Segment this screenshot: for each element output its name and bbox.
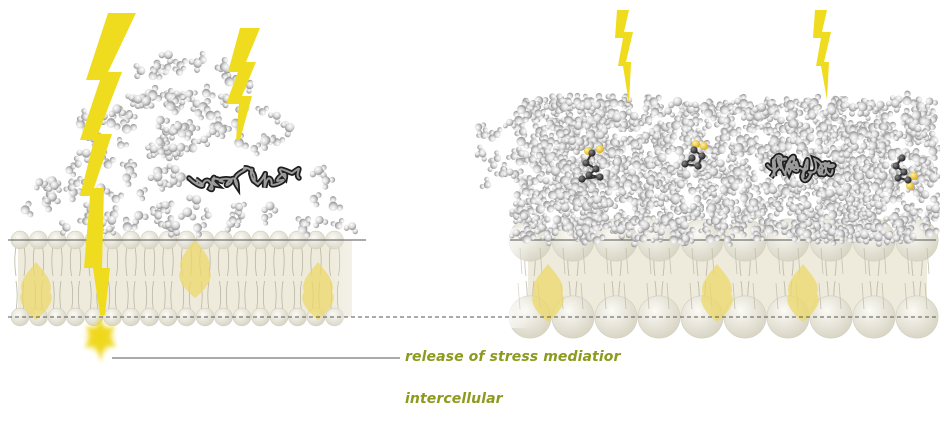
intercellular-label: intercellular bbox=[405, 391, 503, 407]
osmolyte-molecules bbox=[578, 140, 918, 190]
starburst-icon bbox=[84, 316, 117, 362]
water-molecules-left bbox=[20, 50, 359, 238]
release-of-stress-mediator-label: release of stress mediatior bbox=[405, 349, 621, 365]
water-molecules-right bbox=[474, 90, 940, 248]
membrane-fade-right-start bbox=[500, 228, 530, 328]
lightning-bolt-icon bbox=[226, 28, 260, 140]
protein-coil-icon bbox=[764, 152, 837, 184]
lightning-bolt-icon bbox=[813, 10, 831, 100]
lightning-bolt-icon bbox=[80, 13, 136, 315]
membrane-proteins bbox=[20, 240, 819, 322]
protein-coil-icon bbox=[186, 165, 302, 196]
membrane-fade-left-end bbox=[330, 228, 390, 328]
lightning-bolt-icon bbox=[615, 10, 633, 104]
